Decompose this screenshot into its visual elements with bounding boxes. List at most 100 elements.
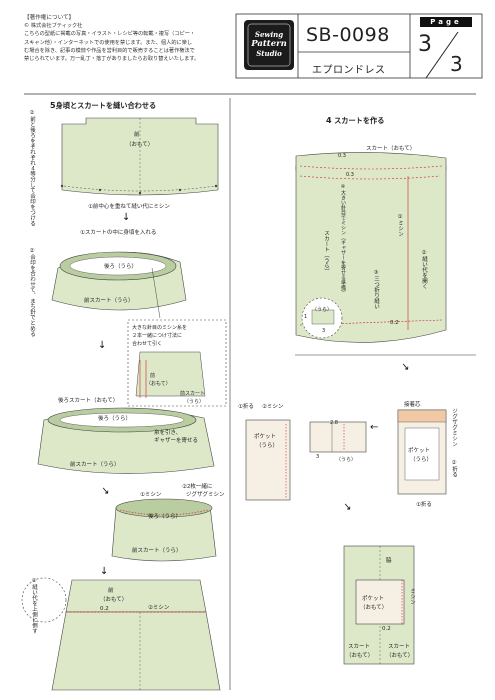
- logo-line-3: Studio: [256, 49, 282, 58]
- pocket-interfacing-illustration: [397, 409, 447, 495]
- brand-logo-icon: [244, 20, 294, 70]
- sew-label-bottom: ミシン: [409, 588, 415, 605]
- hem-measure-3: 3: [322, 328, 326, 334]
- note-match-pins: ②合印を合わせて、まち針でとめる: [29, 248, 35, 337]
- step-4-title: スカートを作る: [334, 116, 385, 125]
- page-label: Page: [420, 17, 472, 27]
- back-ura-label: 後ろ（うら）: [104, 264, 138, 270]
- bottom-measure-02b: 0.2: [382, 626, 391, 632]
- bottom-front-label: 前: [108, 588, 114, 594]
- note-press-seam-up: ①縫い代を上側に倒す: [31, 578, 37, 634]
- copyright-line: スキャン他）・インターネットでの使用を禁じます。また、個人的に楽し: [24, 39, 193, 46]
- zigzag-label-1: ②2枚一緒に: [182, 484, 213, 490]
- arrow-down-icon: ↓: [100, 566, 109, 577]
- back-skirt-omote-label: 後ろスカート（おもて）: [58, 398, 119, 404]
- pocket-measure-3: 3: [316, 454, 320, 460]
- arrow-down-icon: ↓: [122, 212, 131, 223]
- bodice-front-illustration: [60, 117, 219, 196]
- pocket-fold-illustration: [245, 419, 291, 501]
- inset-skirt-label: 前スカート: [180, 391, 206, 397]
- hem-ura-label: （うら）: [312, 307, 333, 313]
- bottom-sew-label: ②ミシン: [148, 605, 170, 611]
- interfacing-label: 接着芯: [404, 402, 421, 408]
- pocket3-omote-label: （おもて）: [360, 605, 388, 611]
- pattern-title: エプロンドレス: [312, 65, 386, 76]
- pocket2-label: ポケット: [408, 448, 431, 454]
- copyright-line: こちらの型紙に掲載の写真・イラスト・レシピ等の転載・複写（コピー・: [24, 31, 196, 38]
- logo-line-1: Sewing: [254, 30, 284, 39]
- front-skirt-ura-label: 前スカート（うら）: [84, 298, 134, 304]
- back-skirt-gather-illustration: [37, 407, 215, 474]
- skirt-right-omote: （おもて）: [386, 653, 414, 659]
- skirt-gathered-illustration: [51, 251, 187, 319]
- inset-note-1: 大きな針目のミシン糸を: [132, 325, 188, 331]
- hem-measure-1: 1: [304, 314, 308, 320]
- inset-note-2: ２本一緒につけ寸法に: [132, 333, 183, 339]
- sew-label-right: ①ミシン: [397, 214, 403, 237]
- pattern-code: SB-0098: [306, 24, 390, 46]
- arrow-down-icon: ↓: [98, 340, 107, 351]
- note-open-seam: ②縫い代を開く: [421, 250, 427, 289]
- front-skirt-ura-label-3: 前スカート（うら）: [132, 548, 182, 554]
- note-triple-fold: ③三つ折り縫い: [373, 270, 379, 309]
- pocket-hem-detail-illustration: [309, 421, 367, 453]
- gather-inset-frame: [127, 319, 227, 407]
- copyright-line: 禁じられています。万一乱丁・落丁がありましたらお取り替えいたします。: [24, 56, 200, 63]
- brand-logo: Sewing Pattern Studio: [244, 20, 294, 70]
- note-center-sew: ①前中心を重ねて縫い代にミシン: [88, 204, 170, 210]
- copyright-line: © 株式会社ブティック社: [24, 23, 83, 30]
- gather-inset-illustration: [135, 351, 206, 398]
- page-fraction-slash: [425, 31, 459, 79]
- page-current: 3: [418, 32, 432, 57]
- pocket-hem-ura: （うら）: [336, 457, 357, 463]
- step-5-title: 身頃とスカートを縫い合わせる: [55, 101, 157, 110]
- measure-03-a: 0.3: [338, 153, 346, 159]
- back-ura-label-3: 後ろ（うら）: [148, 514, 182, 520]
- inset-front-omote: （おもて）: [146, 381, 171, 387]
- copyright-title: 【著作権について】: [24, 15, 75, 21]
- pocket-label: ポケット: [254, 434, 277, 440]
- hem-detail-fabric: [311, 309, 335, 325]
- page-total: 3: [450, 52, 463, 76]
- bottom-front-omote: （おもて）: [100, 597, 128, 603]
- pocket3-label: ポケット: [362, 596, 385, 602]
- seam-allowance-detail-frame: [21, 577, 67, 623]
- skirt-zigzag-illustration: [111, 498, 217, 562]
- step-5-number: 5: [50, 101, 56, 110]
- measure-03-b: 0.3: [346, 172, 354, 178]
- hem-measure-02: 0.2: [390, 320, 399, 326]
- skirt-ura-label: スカート（うら）: [323, 230, 329, 274]
- front-skirt-ura-label-2: 前スカート（うら）: [70, 462, 120, 468]
- step-4-number: 4: [326, 116, 332, 125]
- step-5-heading: 5身頃とスカートを縫い合わせる: [50, 101, 156, 111]
- note-large-stitch: ④大きい針目でミシン（ギャザーを寄せる準備）: [340, 184, 346, 295]
- sew-label: ①ミシン: [140, 492, 162, 498]
- skirt-left-omote: （おもて）: [346, 653, 374, 659]
- back-ura-label-2: 後ろ（うら）: [98, 416, 132, 422]
- gather-note-1: 糸を引き、: [154, 430, 182, 436]
- bodice-front-label: 前: [134, 132, 140, 138]
- copyright-line: む場合を除き、記事の模倣や作品を営利目的で販売することは著作権法で: [24, 47, 195, 54]
- copyright-notice: 【著作権について】 © 株式会社ブティック社 こちらの型紙に掲載の写真・イラスト…: [24, 14, 242, 63]
- skirt-left-label: スカート: [348, 644, 371, 650]
- arrow-left-icon: ←: [370, 422, 379, 433]
- side-seam-label: 脇: [386, 558, 392, 564]
- skirt-omote-label: スカート（おもて）: [366, 146, 416, 152]
- bottom-measure-02: 0.2: [100, 606, 109, 612]
- note-divide-four: ②前と後ろをそれぞれ４等分して合印をつける: [29, 110, 35, 226]
- pocket2-ura-label: （うら）: [410, 457, 433, 463]
- fold-label: ①折る: [238, 404, 254, 410]
- fold-label-2: ②折る: [451, 460, 457, 477]
- skirt-sewing-illustration: [295, 152, 447, 343]
- bodice-front-omote: （おもて）: [126, 142, 154, 148]
- sew-label-pocket: ②ミシン: [262, 404, 284, 410]
- header-frame: [24, 13, 483, 95]
- fold-label-3: ①折る: [416, 502, 432, 508]
- skirt-right-label: スカート: [388, 644, 411, 650]
- inset-skirt-ura: （うら）: [184, 399, 205, 405]
- skirt-pocket-placement-illustration: [343, 545, 415, 665]
- pocket-ura-label: （うら）: [256, 443, 279, 449]
- logo-line-2: Pattern: [251, 39, 287, 49]
- note-insert-bodice: ①スカートの中に身頃を入れる: [80, 230, 157, 236]
- zigzag-label-pocket: ジグザグミシン: [451, 408, 457, 447]
